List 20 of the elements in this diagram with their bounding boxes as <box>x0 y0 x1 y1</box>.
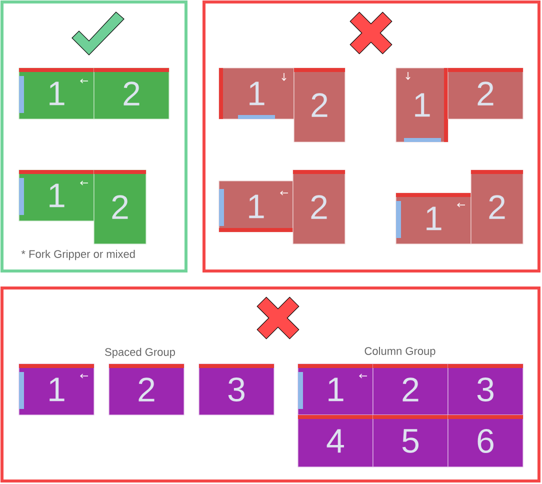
tile: 4 <box>298 414 374 468</box>
tile: 2 <box>372 364 448 416</box>
tile: 2 <box>294 68 346 142</box>
tile: 2 <box>292 170 346 244</box>
tile: 2 <box>94 68 170 120</box>
tile: 2 <box>470 170 524 244</box>
tile: 3 <box>448 364 524 416</box>
caption-text: Spaced Group <box>105 348 175 358</box>
caption-text: Column Group <box>364 346 436 358</box>
tile: 3 <box>198 364 274 416</box>
panel-frame <box>0 286 540 482</box>
tile: 2 <box>108 364 184 416</box>
panel-frame <box>202 0 540 272</box>
tile: 1 <box>218 68 294 120</box>
tile: 2 <box>94 170 146 244</box>
tile: 2 <box>448 68 524 120</box>
caption-text: * Fork Gripper or mixed <box>21 250 135 260</box>
tile: 6 <box>448 414 524 468</box>
panel-frame <box>0 0 188 272</box>
tile: 5 <box>372 414 448 468</box>
